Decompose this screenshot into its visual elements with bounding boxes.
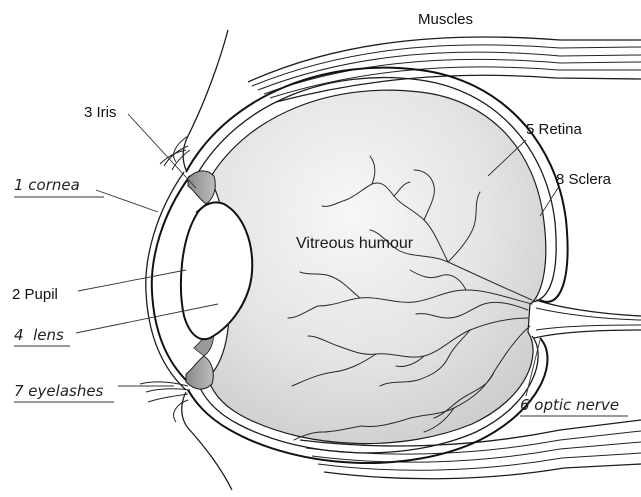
label-sclera: 8 Sclera: [556, 171, 612, 188]
label-pupil: 2 Pupil: [12, 286, 58, 303]
label-retina: 5 Retina: [526, 121, 583, 138]
label-muscles: Muscles: [418, 11, 473, 28]
label-optic-nerve: 6 optic nerve: [520, 396, 619, 414]
label-lens: 4 lens: [14, 326, 64, 344]
label-vitreous-humour: Vitreous humour: [296, 235, 414, 252]
iris-leader: [128, 114, 196, 188]
muscles-top: [248, 37, 641, 102]
label-eyelashes: 7 eyelashes: [14, 382, 104, 400]
label-iris: 3 Iris: [84, 104, 117, 121]
optic-nerve: [534, 300, 641, 338]
cornea-leader: [96, 190, 158, 212]
label-cornea: 1 cornea: [14, 176, 80, 194]
pupil-leader: [78, 270, 186, 291]
